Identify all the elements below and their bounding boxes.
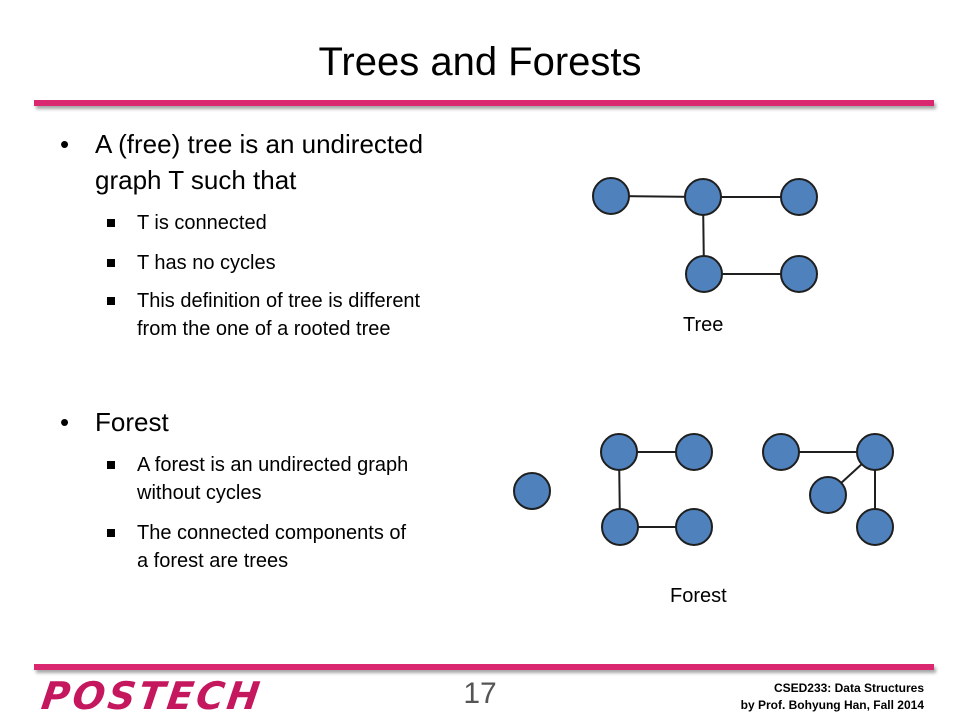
forest-node-1: [600, 433, 638, 471]
author-label: by Prof. Bohyung Han, Fall 2014: [740, 698, 924, 712]
bullet-line: graph T such that: [95, 165, 297, 195]
sub-item-line: T is connected: [137, 212, 267, 234]
footer-rule: [34, 664, 934, 670]
sub-item-line: This definition of tree is different: [137, 290, 421, 312]
forest-node-8: [856, 508, 894, 546]
postech-logo: POSTECH: [38, 674, 266, 718]
tree-graph: [592, 177, 818, 293]
tree-node-1: [684, 178, 722, 216]
sub-item-line: The connected components of: [137, 522, 407, 544]
forest-node-5: [762, 433, 800, 471]
tree-node-4: [780, 255, 818, 293]
tree-node-2: [780, 178, 818, 216]
tree-caption: Tree: [683, 314, 724, 336]
sub-item-line: A forest is an undirected graph: [137, 454, 409, 476]
forest-node-2: [675, 433, 713, 471]
course-label: CSED233: Data Structures: [773, 681, 924, 695]
forest-node-6: [856, 433, 894, 471]
bullet-line: Forest: [95, 407, 169, 437]
square-bullet-icon: [107, 297, 115, 305]
sub-item-line: from the one of a rooted tree: [137, 318, 391, 340]
square-bullet-icon: [107, 529, 115, 537]
bullet-line: A (free) tree is an undirected: [95, 129, 424, 159]
page-number: 17: [463, 677, 497, 710]
forest-node-4: [675, 508, 713, 546]
forest-node-3: [601, 508, 639, 546]
square-bullet-icon: [107, 219, 115, 227]
forest-graph: [513, 433, 894, 546]
bullet-dot: •: [60, 129, 70, 159]
forest-node-0: [513, 472, 551, 510]
tree-node-3: [685, 255, 723, 293]
forest-caption: Forest: [670, 585, 727, 607]
title-underline: [34, 100, 934, 106]
sub-item-line: T has no cycles: [137, 252, 276, 274]
sub-item-line: without cycles: [137, 482, 262, 504]
slide-title: Trees and Forests: [318, 40, 642, 84]
forest-node-7: [809, 476, 847, 514]
footer-credit: CSED233: Data Structures by Prof. Bohyun…: [741, 680, 924, 714]
tree-node-0: [592, 177, 630, 215]
bullet-dot: •: [60, 407, 70, 437]
square-bullet-icon: [107, 461, 115, 469]
sub-item-line: a forest are trees: [137, 550, 289, 572]
square-bullet-icon: [107, 259, 115, 267]
